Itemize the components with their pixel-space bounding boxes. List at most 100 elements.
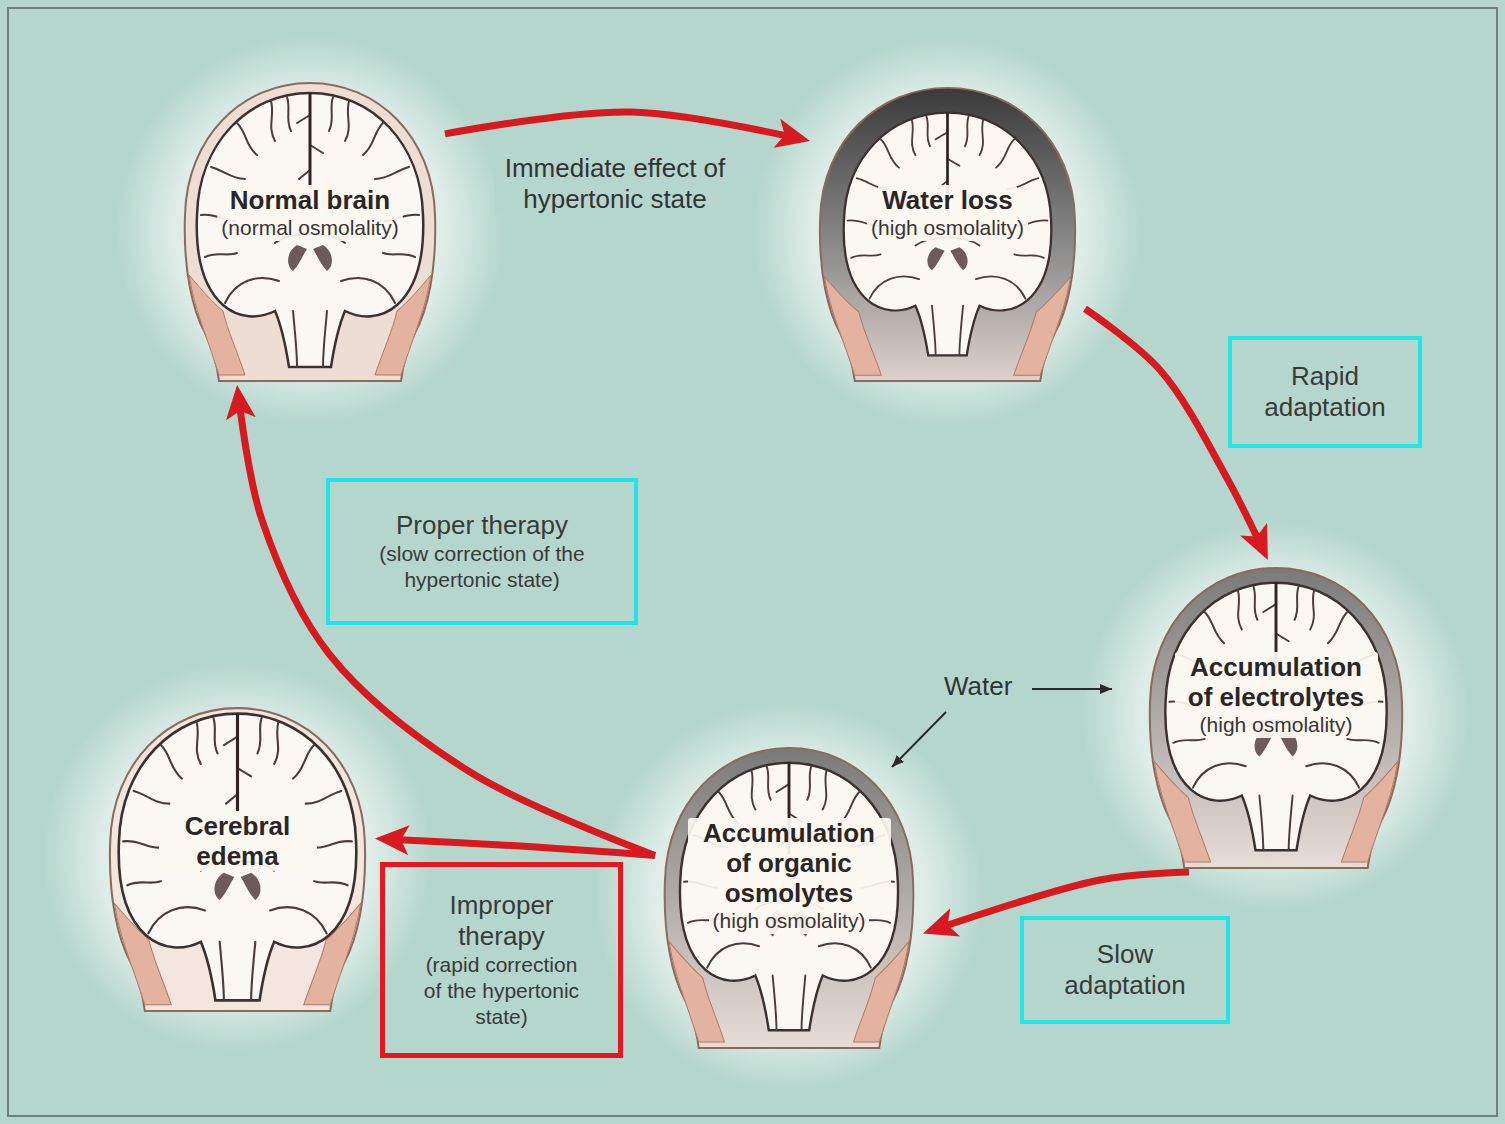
- sulcus: [980, 120, 984, 155]
- sulcus: [1205, 612, 1225, 643]
- sulcus: [948, 159, 960, 166]
- sulcus: [251, 942, 255, 1001]
- water-label: Water: [944, 671, 1012, 702]
- sulcus: [363, 123, 383, 155]
- glow: [115, 35, 505, 425]
- skull: [665, 748, 914, 1048]
- text-holder: Accumulation of electrolytes(high osmola…: [1140, 652, 1412, 738]
- sulcus: [127, 881, 161, 885]
- osmolality-note: (high osmolality): [867, 215, 1028, 241]
- brain-outline: [844, 113, 1052, 356]
- box-note: (slow correction of the hypertonic state…: [344, 541, 620, 593]
- sulcus: [912, 120, 916, 155]
- adaptation-box: Rapid adaptation: [1228, 336, 1422, 448]
- sulcus: [237, 123, 257, 155]
- brain: [680, 763, 898, 1030]
- sulcus: [205, 253, 237, 257]
- sulcus: [802, 976, 806, 1031]
- sulcus: [932, 306, 936, 356]
- brain: [119, 714, 357, 1001]
- sulcus: [1173, 739, 1204, 743]
- sulcus: [197, 722, 201, 764]
- sulcus: [383, 253, 415, 257]
- sulcus: [161, 745, 182, 778]
- brain: [197, 93, 424, 367]
- sulcus: [773, 976, 777, 1031]
- brain-outline: [680, 763, 898, 1030]
- sulcus: [976, 276, 1026, 298]
- sulcus: [1193, 763, 1246, 787]
- sulcus: [293, 311, 297, 367]
- sulcus: [220, 942, 224, 1001]
- skull: [110, 708, 365, 1011]
- glow: [594, 701, 984, 1091]
- sulcus: [225, 278, 279, 303]
- text-holder: Cerebral edema: [100, 811, 375, 871]
- sulcus: [767, 767, 771, 800]
- sulcus: [314, 881, 348, 885]
- glow: [1081, 521, 1471, 911]
- warning-box: Improper therapy(rapid correction of the…: [380, 862, 623, 1058]
- sulcus: [316, 841, 352, 848]
- glow: [752, 37, 1142, 427]
- brain-section: Normal brain(normal osmolality): [175, 75, 445, 385]
- fissure: [236, 714, 239, 812]
- sulcus: [123, 841, 159, 848]
- sulcus: [287, 97, 291, 131]
- brain-section: Accumulation of electrolytes(high osmola…: [1140, 560, 1412, 872]
- sulcus: [297, 115, 310, 123]
- skull: [185, 83, 436, 381]
- sulcus: [1306, 763, 1359, 787]
- sulcus: [1310, 591, 1314, 630]
- sulcus: [238, 768, 252, 776]
- sulcus: [1254, 587, 1258, 620]
- sulcus: [926, 116, 930, 146]
- sulcus: [323, 311, 327, 367]
- sulcus: [1259, 796, 1263, 851]
- process-arrow: [445, 112, 810, 141]
- ventricle: [288, 245, 307, 271]
- ventricle: [214, 873, 234, 900]
- brain-outline: [119, 714, 357, 1001]
- text-holder: Accumulation of organic osmolytes(high o…: [655, 818, 923, 934]
- box-note: (rapid correction of the hypertonic stat…: [417, 952, 586, 1030]
- brain-title: Accumulation of organic osmolytes: [688, 818, 891, 908]
- sulcus: [707, 943, 759, 967]
- sulcus: [375, 167, 409, 179]
- sulcus: [293, 745, 314, 778]
- brain-section: Cerebral edema: [100, 700, 375, 1015]
- sulcus: [1276, 633, 1289, 641]
- text-holder: Normal brain(normal osmolality): [175, 185, 445, 241]
- brain-outline: [197, 93, 424, 367]
- fissure: [309, 93, 312, 187]
- sulcus: [341, 278, 395, 303]
- ventricle: [241, 873, 261, 900]
- process-arrow: [375, 839, 655, 856]
- osmolality-note: (normal osmolality): [217, 215, 402, 241]
- brain-title: Normal brain: [226, 185, 394, 215]
- sulcus: [819, 943, 871, 967]
- osmolality-note: (high osmolality): [1196, 712, 1357, 738]
- adaptation-box: Slow adaptation: [1020, 916, 1230, 1024]
- skull: [1150, 568, 1402, 868]
- box-heading: Rapid adaptation: [1250, 361, 1400, 423]
- sulcus: [881, 139, 899, 167]
- sulcus: [224, 737, 238, 745]
- sulcus: [870, 276, 920, 298]
- process-arrow: [1085, 309, 1268, 560]
- fissure: [946, 113, 949, 196]
- sulcus: [148, 907, 205, 933]
- sulcus: [306, 791, 342, 804]
- sulcus: [1289, 796, 1293, 851]
- water-arrow: [892, 712, 946, 767]
- sulcus: [211, 167, 245, 179]
- ventricle: [927, 247, 944, 270]
- sulcus: [270, 907, 327, 933]
- process-arrow: [923, 872, 1189, 933]
- sulcus: [1347, 739, 1378, 743]
- brain-section: Accumulation of organic osmolytes(high o…: [655, 740, 923, 1052]
- sulcus: [213, 718, 217, 754]
- sulcus: [959, 306, 963, 356]
- sulcus: [329, 97, 333, 131]
